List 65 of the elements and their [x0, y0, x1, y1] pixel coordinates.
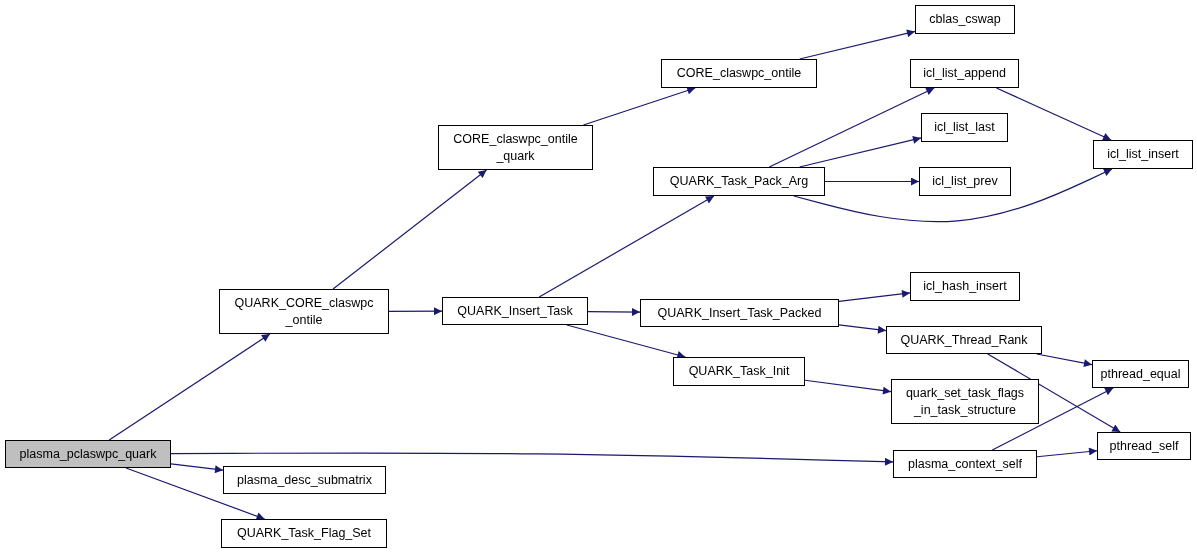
arrow	[799, 29, 916, 60]
arrow	[991, 387, 1114, 451]
arrow	[108, 333, 271, 441]
arrow	[838, 289, 911, 302]
function-name: QUARK_Task_Flag_Set	[236, 525, 372, 542]
function-name: QUARK_Thread_Rank	[900, 331, 1028, 349]
function-name: plasma_desc_submatrix	[237, 471, 372, 489]
arrow	[804, 379, 892, 395]
function-name: plasma_context_self	[908, 455, 1022, 473]
function-name: icl_hash_insert	[923, 278, 1007, 295]
arrow	[170, 452, 894, 466]
function-box	[442, 297, 588, 325]
arrow	[1036, 353, 1093, 368]
function-name: icl_list_prev	[932, 173, 998, 190]
function-box	[891, 379, 1039, 424]
function-box	[1092, 360, 1189, 388]
function-box	[919, 167, 1011, 196]
arrow	[388, 307, 443, 316]
function-box	[5, 440, 171, 468]
arrow	[838, 324, 887, 334]
function-name: QUARK_Task_Init	[688, 363, 790, 380]
function-box	[893, 450, 1037, 478]
function-box	[921, 113, 1008, 142]
function-name: pthread_equal	[1100, 365, 1181, 383]
arrow	[793, 168, 1113, 223]
arrow	[824, 177, 920, 186]
function-name: QUARK_Insert_Task	[457, 302, 573, 320]
function-box	[653, 167, 825, 196]
function-box	[1093, 140, 1193, 169]
function-box	[915, 5, 1015, 34]
function-box	[438, 125, 593, 170]
function-name: icl_list_insert	[1107, 146, 1179, 163]
function-name: quark_set_task_flags _in_task_structure	[904, 384, 1026, 419]
arrow	[987, 353, 1121, 433]
function-box	[223, 466, 386, 494]
function-box	[640, 299, 839, 327]
function-box	[221, 519, 387, 548]
function-box	[673, 357, 805, 386]
function-name: plasma_pclaswpc_quark	[19, 445, 157, 463]
function-box	[910, 59, 1019, 88]
function-box	[219, 289, 389, 334]
function-name: icl_list_last	[934, 119, 995, 136]
function-name: pthread_self	[1109, 437, 1179, 455]
function-name: icl_list_append	[923, 65, 1006, 82]
arrow	[170, 463, 224, 474]
arrow	[768, 87, 935, 168]
function-box	[910, 272, 1020, 301]
arrow	[798, 135, 922, 168]
function-box	[886, 326, 1042, 354]
arrow	[587, 308, 641, 317]
function-name: cblas_cswap	[929, 11, 1001, 28]
arrow	[332, 169, 488, 290]
function-box	[661, 59, 817, 88]
arrow	[582, 86, 696, 126]
arrow	[538, 195, 715, 298]
function-name: QUARK_Insert_Task_Packed	[657, 304, 822, 322]
function-name: CORE_claswpc_ontile _quark	[452, 130, 579, 165]
function-name: QUARK_Task_Pack_Arg	[669, 173, 809, 190]
function-name: CORE_claswpc_ontile	[676, 65, 802, 82]
arrow	[566, 324, 686, 359]
function-name: QUARK_CORE_claswpc _ontile	[233, 294, 375, 329]
arrow	[1036, 447, 1098, 458]
function-box	[1097, 432, 1191, 460]
arrow	[125, 467, 266, 520]
arrow	[995, 87, 1112, 141]
